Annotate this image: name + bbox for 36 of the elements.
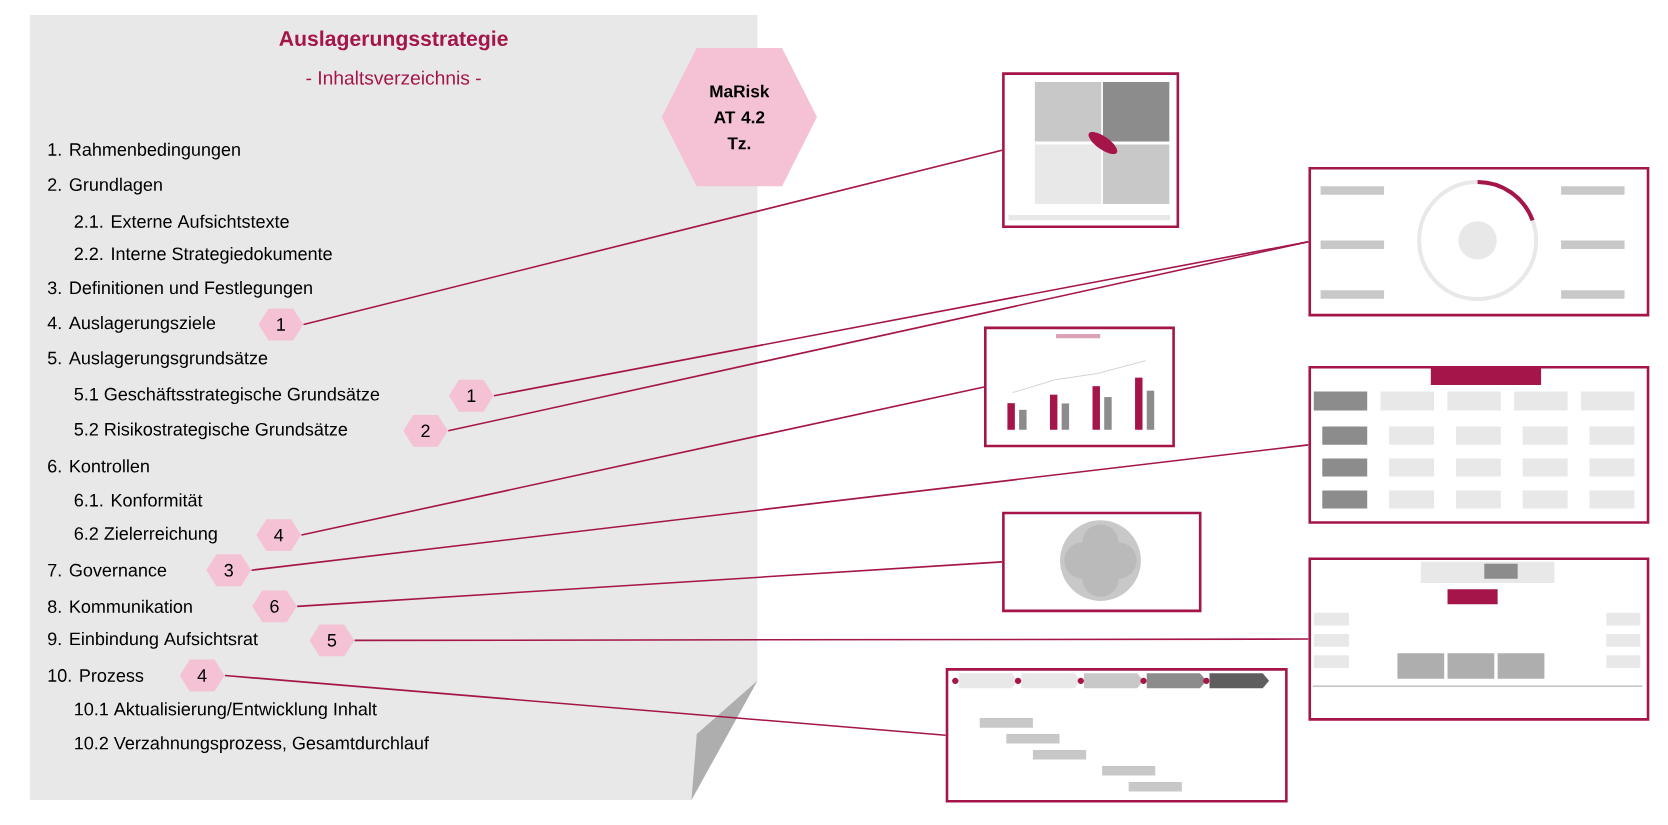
connector-line bbox=[250, 443, 1310, 571]
list-item: 10.1 Aktualisierung/Entwicklung Inhalt bbox=[75, 702, 377, 719]
hexagon-number: 1 bbox=[448, 379, 494, 412]
list-item: 10.2 Verzahnungsprozess, Gesamtdurchlauf bbox=[75, 736, 429, 753]
hexagon-badge: MaRisk AT 4.2 Tz. bbox=[661, 47, 817, 186]
list-item: 4. Auslagerungsziele bbox=[47, 315, 216, 333]
list-item: 6.2 Zielerreichung bbox=[74, 526, 217, 544]
list-item: 10. Prozess bbox=[48, 668, 144, 682]
list-item: 2. Grundlagen bbox=[48, 177, 162, 195]
hexagon-number: 3 bbox=[206, 554, 252, 586]
list-item: 6. Kontrollen bbox=[48, 459, 149, 473]
list-item: 8. Kommunikation bbox=[48, 599, 192, 613]
connector-line bbox=[300, 385, 985, 536]
hexagon-number: 1 bbox=[258, 308, 304, 341]
hexagon-number: 4 bbox=[256, 518, 302, 551]
hexagon-number: 4 bbox=[179, 659, 225, 692]
list-item: 7. Governance bbox=[48, 563, 167, 577]
list-item: 2.2. Interne Strategiedokumente bbox=[74, 246, 332, 264]
subtitle: - Inhaltsverzeichnis - bbox=[306, 70, 481, 85]
list-item: 5.1 Geschäftsstrategische Grundsätze bbox=[74, 387, 380, 404]
list-item: 3. Definitionen und Festlegungen bbox=[47, 280, 312, 298]
hexagon-number: 6 bbox=[252, 590, 297, 623]
list-item: 2.1. Externe Aufsichtstexte bbox=[74, 214, 289, 228]
connector-line bbox=[353, 638, 1310, 641]
hexagon-number: 5 bbox=[309, 624, 355, 657]
connector-line bbox=[296, 560, 1003, 607]
connector-line bbox=[302, 149, 1003, 326]
list-item: 5. Auslagerungsgrundsätze bbox=[47, 350, 268, 368]
list-item: 1. Rahmenbedingungen bbox=[48, 142, 240, 160]
connector-line bbox=[224, 674, 947, 736]
connector-line bbox=[447, 240, 1310, 432]
list-item: 6.1. Konformität bbox=[74, 493, 203, 507]
heading: Auslagerungsstrategie bbox=[279, 30, 508, 51]
list-item: 9. Einbindung Aufsichtsrat bbox=[48, 631, 258, 649]
hexagon-number: 2 bbox=[403, 414, 448, 447]
list-item: 5.2 Risikostrategische Grundsätze bbox=[74, 422, 348, 439]
